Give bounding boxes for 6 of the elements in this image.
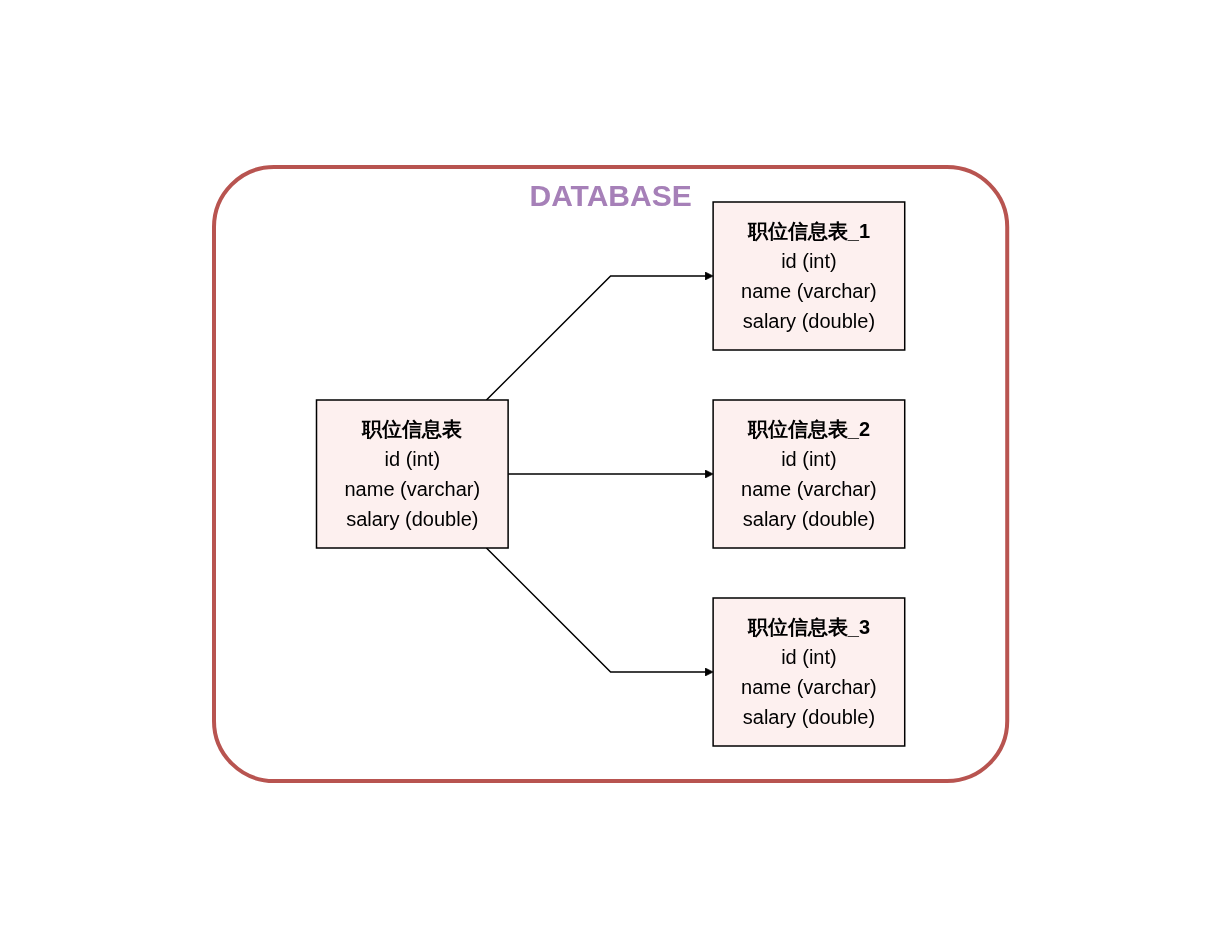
arrow [486, 547, 714, 677]
node-box: 职位信息表_3 id (int) name (varchar) salary (double) [712, 597, 906, 747]
node-box: 职位信息表_2 id (int) name (varchar) salary (double) [712, 399, 906, 549]
arrow [486, 271, 714, 401]
node-box: 职位信息表 id (int) name (varchar) salary (double) [316, 399, 510, 549]
node-box: 职位信息表_1 id (int) name (varchar) salary (double) [712, 201, 906, 351]
